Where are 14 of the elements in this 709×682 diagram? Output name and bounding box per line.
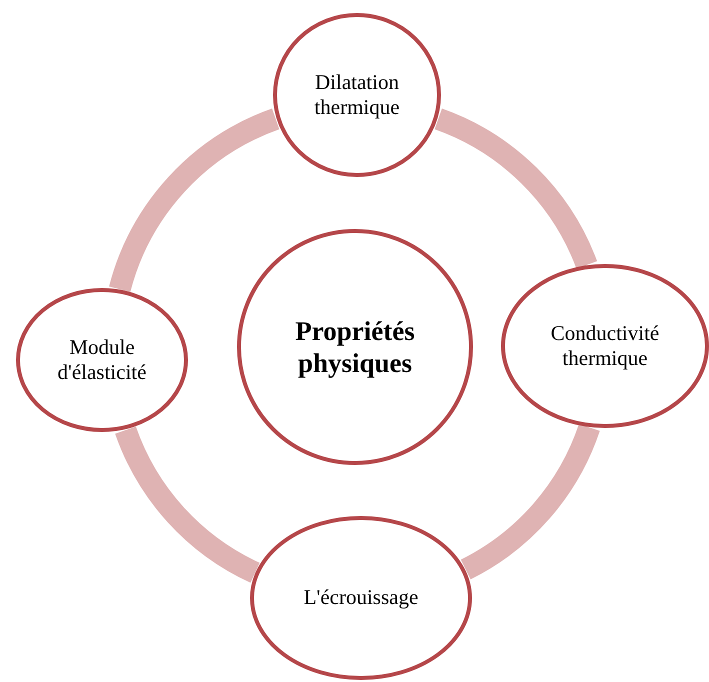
circle-node (273, 13, 441, 177)
node-label: Propriétés physiques (294, 314, 416, 380)
ring-arc (434, 108, 597, 270)
circle-node (237, 229, 473, 465)
node-label: Dilatation thermique (313, 70, 401, 120)
circle-node (501, 264, 709, 428)
circle-node (250, 516, 472, 680)
ring-arc (460, 423, 600, 580)
ring-arc (115, 426, 260, 583)
node-label: Module d'élasticité (56, 334, 148, 386)
node-label: L'écrouissage (302, 585, 420, 611)
circle-node (16, 288, 188, 432)
node-label: Conductivité thermique (550, 320, 660, 372)
ring-arc (109, 108, 280, 293)
